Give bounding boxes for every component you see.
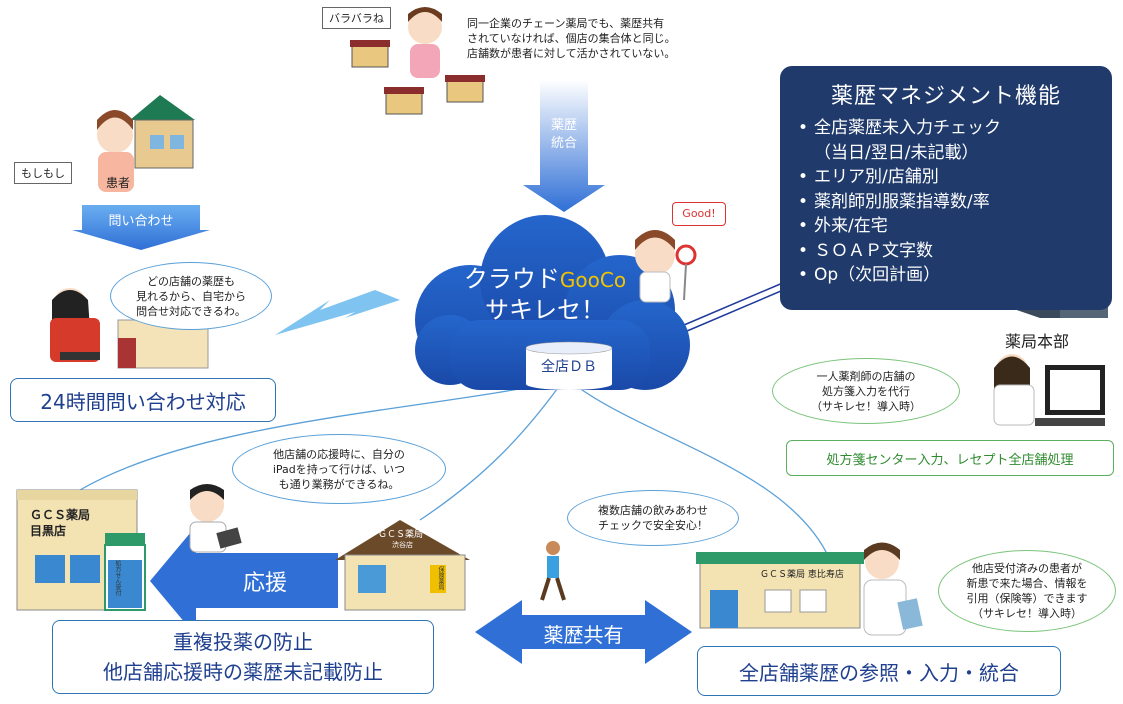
center-box-text: 処方箋センター入力、レセプト全店舗処理 [826, 452, 1074, 468]
link-cloud-hq-b [679, 287, 789, 335]
management-title: 薬歴マネジメント機能 [830, 84, 1061, 109]
link-cloud-meguro [79, 379, 566, 491]
box-24h: 24時間問い合わせ対応 [10, 378, 276, 422]
cloud-title-kana: クラウド [463, 265, 560, 293]
pharmacist-woman [863, 542, 923, 636]
center-operator [993, 354, 1105, 426]
cloud-title: クラウドGooCo サキレセ！ [430, 264, 660, 325]
scattered-comment-label: バラバラね [322, 7, 391, 29]
patient-label: 患者 [106, 176, 131, 190]
walking-person [540, 541, 566, 601]
management-item: 外来/在宅 [798, 214, 1094, 239]
management-item: Op（次回計画） [798, 263, 1094, 288]
ebisu-bubble: 他店受付済みの患者が 新患で来た場合、情報を 引用（保険等）できます （サキレセ… [938, 550, 1116, 632]
cloud-title-brand: GooCo [559, 268, 627, 292]
support-arrow [150, 526, 338, 636]
db-cylinder [525, 341, 613, 390]
top-note: 同一企業のチェーン薬局でも、薬歴共有 されていなければ、個店の集合体と同じ。 店… [467, 17, 676, 60]
nurse-illustration [635, 230, 697, 303]
ebisu-store-name-text: ＧＣＳ薬局 [760, 570, 806, 580]
link-cloud-shibuya [419, 384, 561, 521]
meguro-store-name: ＧＣＳ薬局 [30, 508, 91, 522]
worried-woman [408, 7, 442, 78]
cloud-title-product: サキレセ！ [485, 296, 605, 324]
box-support: 重複投薬の防止 他店舗応援時の薬歴未記載防止 [52, 620, 434, 694]
shibuya-sign: 保険薬局 [437, 566, 444, 590]
ebisu-store-branch: 恵比寿店 [807, 570, 844, 580]
management-list: 全店薬歴未入力チェック （当日/翌日/未記載） エリア別/店舗別 薬剤師別服薬指… [798, 116, 1094, 288]
good-sign: Good! [672, 202, 726, 226]
management-item: 全店薬歴未入力チェック [798, 116, 1094, 141]
shibuya-store-branch: 渋谷店 [392, 541, 413, 549]
patient-speech: もしもし [14, 162, 72, 184]
box-support-line2: 他店舗応援時の薬歴未記載防止 [103, 660, 383, 684]
inquiry-arrow [72, 205, 210, 250]
management-item: 薬剤師別服薬指導数/率 [798, 190, 1094, 215]
staff-bubble: どの店舗の薬歴も 見れるから、自宅から 問合せ対応できるわ。 [110, 262, 272, 330]
support-label: 応援 [242, 571, 287, 596]
management-item: ＳＯＡＰ文字数 [798, 239, 1094, 264]
share-bubble: 複数店舗の飲みあわせ チェックで安全安心！ [567, 490, 739, 546]
integrate-arrow [523, 80, 605, 212]
meguro-store-branch: 目黒店 [30, 524, 67, 538]
management-panel: 薬歴マネジメント機能 全店薬歴未入力チェック （当日/翌日/未記載） エリア別/… [780, 66, 1112, 310]
box-ebisu: 全店舗薬歴の参照・入力・統合 [697, 646, 1061, 696]
db-label: 全店ＤＢ [541, 359, 597, 375]
center-box: 処方箋センター入力、レセプト全店舗処理 [786, 440, 1114, 476]
hq-label: 薬局本部 [1005, 332, 1070, 351]
box-ebisu-text: 全店舗薬歴の参照・入力・統合 [739, 660, 1019, 685]
scattered-stores [350, 40, 485, 115]
inquiry-label: 問い合わせ [108, 214, 174, 229]
meguro-store [16, 489, 146, 611]
link-cloud-ebisu [574, 384, 831, 561]
signal-arrow [275, 290, 400, 335]
meguro-sign: 処方せん受付 [114, 560, 121, 596]
link-cloud-hq-a [676, 281, 786, 329]
pharmacist-ipad [189, 484, 242, 553]
integrate-label: 薬歴 統合 [550, 118, 577, 151]
share-arrow [475, 600, 692, 664]
box-24h-text: 24時間問い合わせ対応 [40, 389, 246, 414]
ebisu-store [696, 552, 864, 629]
shibuya-store-name: ＧＣＳ薬局 [378, 530, 424, 540]
box-support-line1: 重複投薬の防止 [173, 630, 313, 654]
share-label: 薬歴共有 [543, 623, 624, 647]
center-bubble: 一人薬剤師の店舗の 処方箋入力を代行 （サキレセ！導入時） [772, 358, 960, 424]
management-item: （当日/翌日/未記載） [814, 142, 979, 163]
shibuya-store [335, 520, 470, 611]
patient-scene [97, 95, 195, 192]
ebisu-store-name: ＧＣＳ薬局 恵比寿店 [760, 567, 844, 580]
support-bubble: 他店舗の応援時に、自分の iPadを持って行けば、いつ も通り業務ができるね。 [232, 434, 446, 504]
management-item: エリア別/店舗別 [798, 165, 1094, 190]
